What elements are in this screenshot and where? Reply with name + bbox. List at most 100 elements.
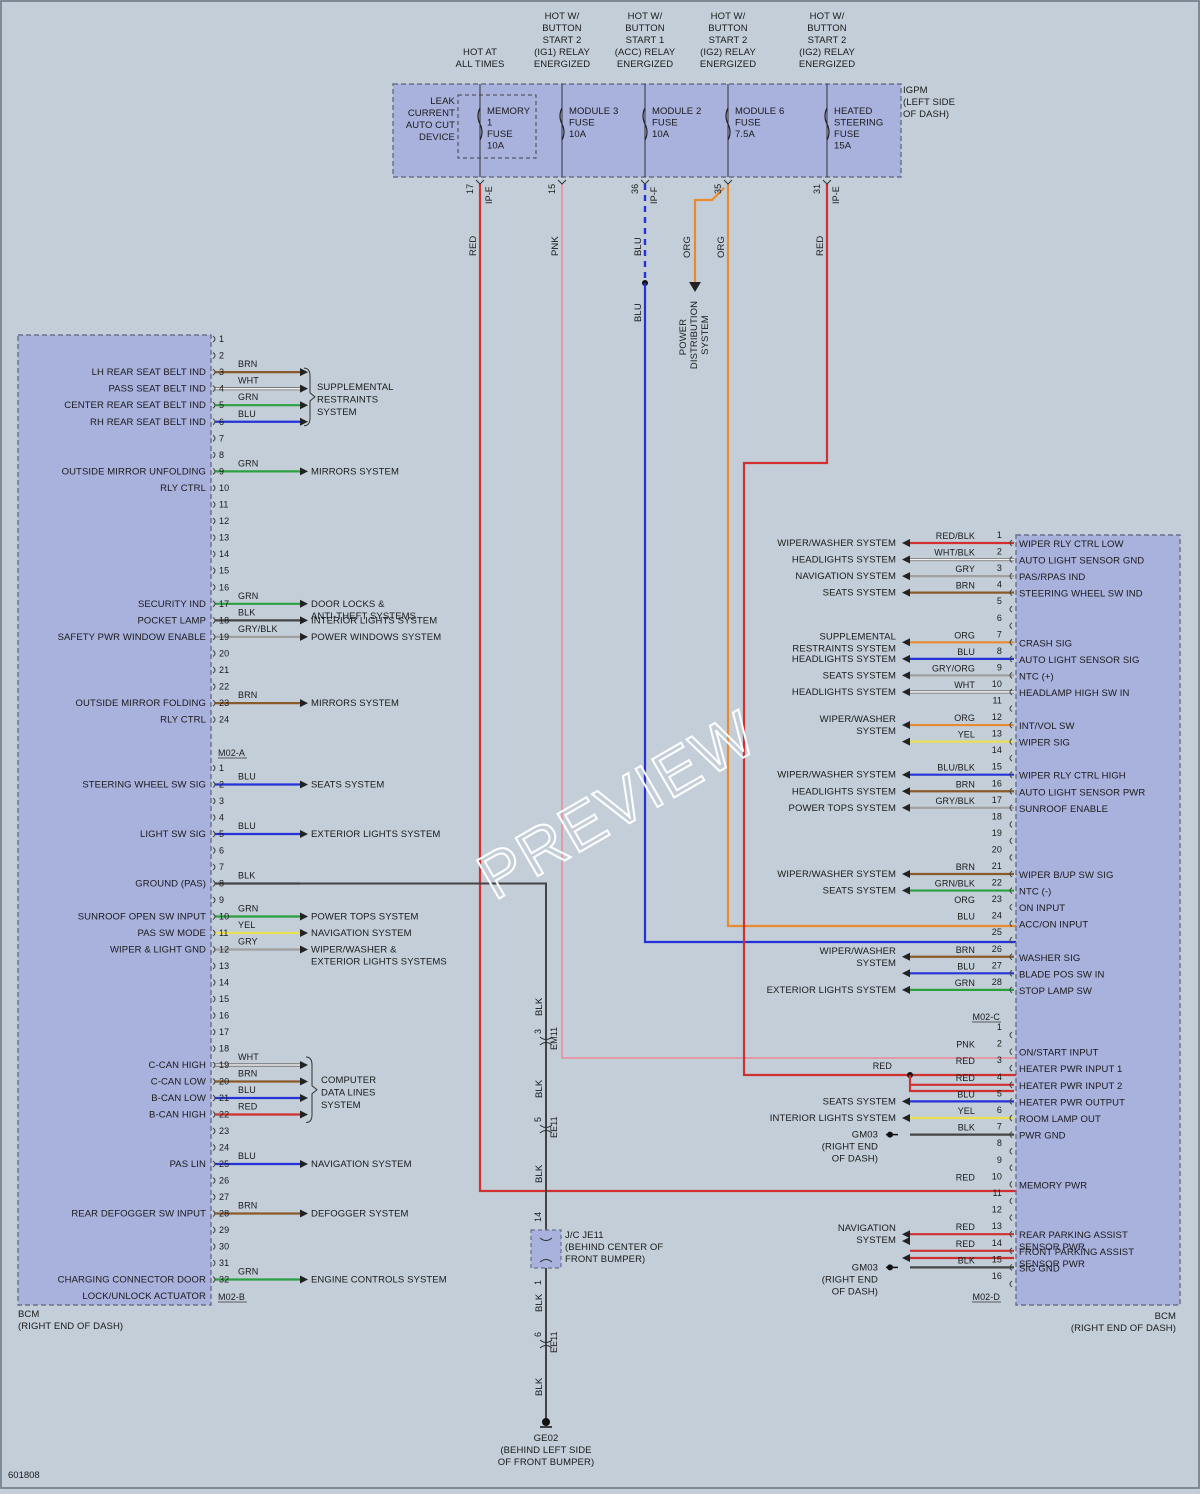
connector-tick bbox=[212, 1045, 216, 1052]
connector-tick bbox=[212, 567, 216, 575]
fuse-pin-number: 17 bbox=[465, 184, 475, 194]
bcm-function-label: INT/VOL SW bbox=[1019, 721, 1075, 732]
arrow-left-icon bbox=[902, 1254, 910, 1262]
connector-tick bbox=[1009, 754, 1013, 762]
destination-system-label: SEATS SYSTEM bbox=[823, 1096, 896, 1107]
pin-number: 1 bbox=[533, 1280, 543, 1285]
arrow-left-icon bbox=[902, 572, 910, 581]
pin-number: 3 bbox=[997, 563, 1002, 573]
wire-color-label: BLU bbox=[238, 1085, 256, 1095]
connector-tick bbox=[212, 633, 216, 641]
pin-number: 15 bbox=[992, 762, 1002, 772]
group-system-label: SUPPLEMENTAL bbox=[317, 382, 394, 393]
arrow-right-icon bbox=[300, 780, 308, 789]
wire-color-label: GRY bbox=[238, 937, 258, 947]
igpm-label: OF DASH) bbox=[903, 109, 949, 120]
pin-number: 24 bbox=[219, 715, 229, 725]
pin-number: 23 bbox=[219, 698, 229, 708]
pin-number: 21 bbox=[992, 861, 1002, 871]
wire-color-label: GRN bbox=[238, 591, 258, 601]
pin-number: 2 bbox=[219, 780, 224, 790]
fuse-name-label: FUSE bbox=[735, 118, 761, 129]
wire-color-label: BLU bbox=[238, 772, 256, 782]
wire-color-label: GRY/BLK bbox=[238, 624, 278, 634]
connector-tick bbox=[475, 179, 485, 185]
arrow-right-icon bbox=[300, 368, 308, 377]
bcm-function-label: NTC (-) bbox=[1019, 887, 1051, 898]
destination-system-label: ENGINE CONTROLS SYSTEM bbox=[311, 1275, 447, 1286]
bcm-function-label: RLY CTRL bbox=[160, 483, 206, 494]
pin-number: 24 bbox=[992, 911, 1002, 921]
fuse-icon bbox=[559, 107, 565, 141]
bcm-function-label: PAS SW MODE bbox=[138, 928, 207, 939]
pin-number: 13 bbox=[992, 1221, 1002, 1231]
pin-number: 1 bbox=[219, 334, 224, 344]
bracket bbox=[303, 367, 316, 427]
bcm-function-label: STEERING WHEEL SW IND bbox=[1019, 589, 1143, 600]
destination-system-label: DEFOGGER SYSTEM bbox=[311, 1209, 409, 1220]
pin-number: 6 bbox=[533, 1332, 543, 1337]
wire-color-label: BLU bbox=[957, 1089, 975, 1099]
bcm-function-label: NTC (+) bbox=[1019, 671, 1054, 682]
connector-tick bbox=[1009, 688, 1013, 696]
connector-tick bbox=[1009, 1081, 1013, 1089]
destination-system-label: POWER WINDOWS SYSTEM bbox=[311, 632, 441, 643]
connector-tick bbox=[1009, 771, 1013, 779]
bcm-function-label: OUTSIDE MIRROR FOLDING bbox=[76, 698, 206, 709]
arrow-left-icon bbox=[902, 886, 910, 895]
bcm-function-label: CHARGING CONNECTOR DOOR bbox=[58, 1275, 206, 1286]
connector-tick bbox=[212, 468, 216, 475]
connector-tick bbox=[1009, 589, 1013, 597]
connector-tick bbox=[539, 1130, 553, 1134]
connector-tick bbox=[212, 368, 216, 376]
pin-number: 22 bbox=[992, 878, 1002, 888]
bcm-function-label: HEATER PWR INPUT 1 bbox=[1019, 1064, 1122, 1075]
wire-heater-pwr bbox=[742, 184, 1016, 1077]
pin-number: 4 bbox=[997, 1072, 1002, 1082]
ground-location: (BEHIND LEFT SIDE bbox=[500, 1445, 591, 1456]
pin-number: 19 bbox=[992, 828, 1002, 838]
wire-color-label: WHT bbox=[238, 376, 259, 386]
destination-system-label: SUPPLEMENTAL bbox=[819, 631, 896, 642]
pin-number: 23 bbox=[219, 1126, 229, 1136]
pin-number: 18 bbox=[219, 615, 229, 625]
wires-layer bbox=[215, 184, 1016, 1428]
destination-system-label: HEADLIGHTS SYSTEM bbox=[792, 654, 896, 665]
bcm-function-label: ACC/ON INPUT bbox=[1019, 920, 1088, 931]
bcm-function-label: C-CAN HIGH bbox=[149, 1060, 207, 1071]
connector-tick bbox=[212, 797, 216, 805]
wire-color-label: GRN bbox=[955, 978, 975, 988]
fuse-icon bbox=[477, 107, 483, 141]
destination-system-label: POWER TOPS SYSTEM bbox=[789, 803, 896, 814]
arrow-left-icon bbox=[902, 770, 910, 779]
pin-number: 1 bbox=[997, 1022, 1002, 1032]
connector-tick bbox=[1009, 721, 1013, 729]
pin-number: 22 bbox=[219, 1110, 229, 1120]
connector-tick bbox=[212, 501, 216, 508]
wire-color-label: BRN bbox=[238, 1069, 257, 1079]
pin-number: 11 bbox=[992, 1188, 1002, 1198]
destination-system-label: NAVIGATION SYSTEM bbox=[311, 1159, 412, 1170]
bcm-function-label: HEATER PWR INPUT 2 bbox=[1019, 1081, 1122, 1092]
destination-system-label: SEATS SYSTEM bbox=[311, 780, 384, 791]
pin-number: 6 bbox=[997, 613, 1002, 623]
destination-system-label: SEATS SYSTEM bbox=[823, 886, 896, 897]
power-dist-label: SYSTEM bbox=[700, 315, 711, 355]
group-system-label: SYSTEM bbox=[321, 1100, 361, 1111]
connector-tick bbox=[1009, 887, 1013, 894]
connector-tick bbox=[212, 1193, 216, 1201]
fuse-header-label: BUTTON bbox=[708, 23, 748, 34]
bcm-function-label: PAS/RPAS IND bbox=[1019, 572, 1085, 583]
pin-number: 2 bbox=[997, 547, 1002, 557]
pin-number: 12 bbox=[219, 945, 229, 955]
arrow-right-icon bbox=[300, 616, 308, 625]
arrow-left-icon bbox=[902, 654, 910, 663]
bcm-function-label: PWR GND bbox=[1019, 1131, 1066, 1142]
pin-number: 13 bbox=[219, 961, 229, 971]
group-system-label: SYSTEM bbox=[317, 407, 357, 418]
fuse-header-label: BUTTON bbox=[807, 23, 847, 34]
wire-color-label: BLK bbox=[534, 1377, 545, 1396]
connector-tick bbox=[212, 1028, 216, 1036]
connector-tick bbox=[212, 1259, 216, 1267]
